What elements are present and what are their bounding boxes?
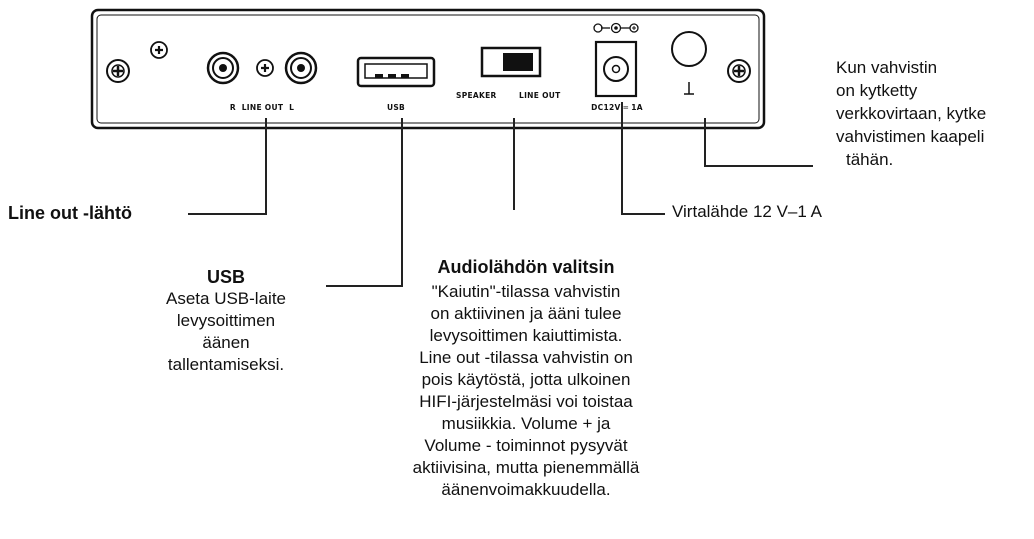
ground-annotation-line: vahvistimen kaapeli xyxy=(836,127,985,146)
selector-annotation-line: Line out -tilassa vahvistin on xyxy=(419,348,633,367)
ground-symbol-icon xyxy=(684,82,694,95)
ground-annotation-line: Kun vahvistin xyxy=(836,58,938,77)
dc-rating-label: DC12V ═ 1A xyxy=(591,103,643,112)
selector-annotation: Audiolähdön valitsin "Kaiutin"-tilassa v… xyxy=(406,255,646,501)
selector-annotation-line: äänenvoimakkuudella. xyxy=(441,480,611,499)
selector-annotation-line: on aktiivinen ja ääni tulee xyxy=(430,304,622,323)
ground-terminal-icon xyxy=(671,31,707,67)
screw-icon xyxy=(106,59,130,83)
line-out-port-label: R LINE OUT L xyxy=(230,103,294,112)
ground-annotation-line: tähän. xyxy=(846,150,894,169)
usb-leader xyxy=(326,118,403,287)
selector-annotation-line: Volume - toiminnot pysyvät xyxy=(424,436,628,455)
line-out-annotation: Line out -lähtö xyxy=(8,203,132,223)
ground-annotation-line: verkkovirtaan, kytke xyxy=(836,104,987,123)
rca-jack-right-icon xyxy=(206,51,240,85)
selector-annotation-line: "Kaiutin"-tilassa vahvistin xyxy=(431,282,621,301)
usb-port-label: USB xyxy=(387,103,405,112)
selector-annotation-line: pois käytöstä, jotta ulkoinen xyxy=(421,370,631,389)
ground-leader xyxy=(704,118,813,167)
source-switch-icon xyxy=(480,46,542,78)
usb-annotation-line: äänen xyxy=(202,333,250,352)
usb-annotation: USB Aseta USB-laite levysoittimen äänen … xyxy=(146,266,306,376)
polarity-icon xyxy=(593,22,639,34)
dc-jack-icon xyxy=(594,40,638,98)
selector-annotation-line: musiikkia. Volume + ja xyxy=(441,414,611,433)
power-leader xyxy=(621,102,665,215)
screw-icon xyxy=(727,59,751,83)
selector-annotation-line: levysoittimen kaiuttimista. xyxy=(429,326,623,345)
usb-annotation-line: Aseta USB-laite xyxy=(166,289,286,308)
rca-jack-left-icon xyxy=(284,51,318,85)
selector-annotation-title: Audiolähdön valitsin xyxy=(437,257,615,277)
switch-speaker-label: SPEAKER xyxy=(456,91,497,100)
ground-annotation-line: on kytketty xyxy=(836,81,918,100)
usb-port-icon xyxy=(356,56,436,88)
usb-annotation-title: USB xyxy=(206,267,245,287)
usb-annotation-line: levysoittimen xyxy=(176,311,276,330)
selector-annotation-line: aktiivisina, mutta pienemmällä xyxy=(412,458,640,477)
selector-annotation-line: HIFI-järjestelmäsi voi toistaa xyxy=(419,392,633,411)
ground-annotation: Kun vahvistin on kytketty verkkovirtaan,… xyxy=(836,56,1032,171)
switch-line-out-label: LINE OUT xyxy=(519,91,561,100)
power-annotation: Virtalähde 12 V–1 A xyxy=(672,202,822,221)
line-out-leader xyxy=(188,118,267,215)
usb-annotation-line: tallentamiseksi. xyxy=(167,355,285,374)
screw-icon xyxy=(256,59,274,77)
screw-icon xyxy=(150,41,168,59)
